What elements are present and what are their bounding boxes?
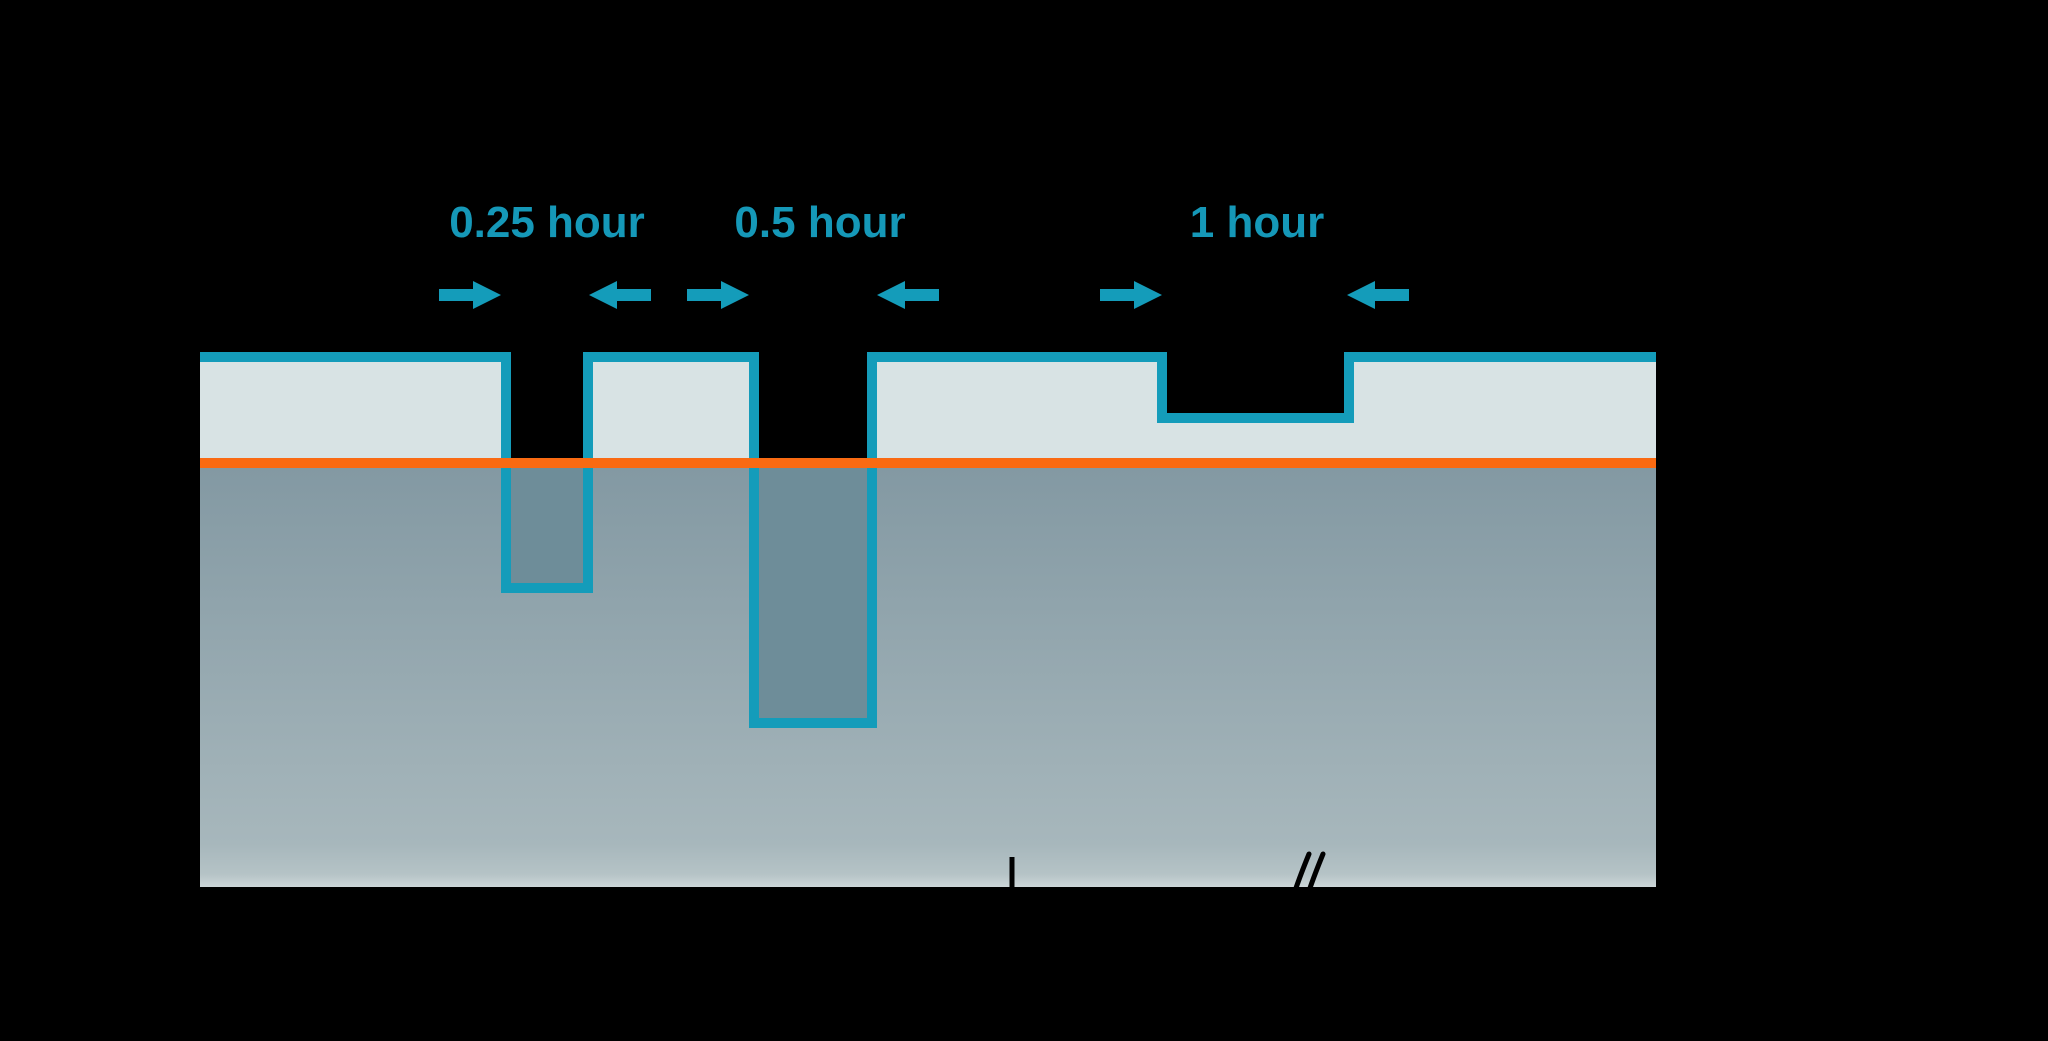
arrow-left-icon	[877, 281, 939, 309]
notch-well-2	[754, 458, 872, 723]
arrow-right-icon	[439, 281, 501, 309]
duration-label-quarter-hour: 0.25 hour	[449, 198, 645, 247]
subsurface-gradient-band	[200, 458, 1656, 887]
notch-well-1	[506, 458, 588, 588]
signal-outline	[200, 352, 1656, 728]
duration-label-half-hour: 0.5 hour	[734, 198, 906, 247]
axis-break-icon	[1292, 851, 1326, 894]
arrow-right-icon	[1100, 281, 1162, 309]
arrow-left-icon	[1347, 281, 1409, 309]
arrow-left-icon	[589, 281, 651, 309]
notch-gap-3	[1157, 320, 1354, 418]
arrow-right-icon	[687, 281, 749, 309]
duration-label-one-hour: 1 hour	[1189, 198, 1325, 247]
notch-gap-2	[749, 320, 877, 458]
surface-band	[200, 357, 1656, 458]
notch-gap-1	[501, 320, 593, 458]
